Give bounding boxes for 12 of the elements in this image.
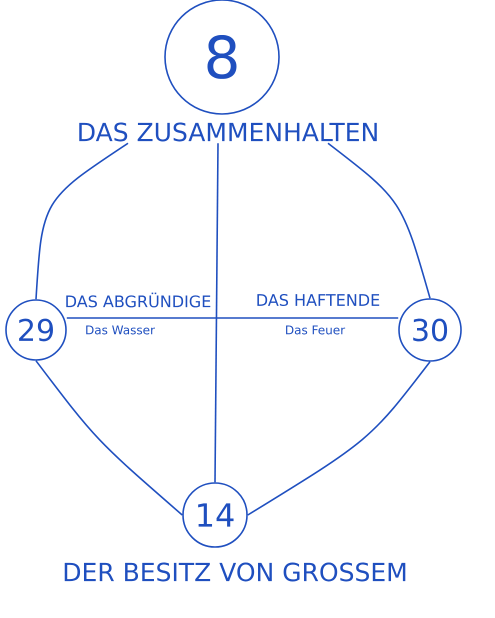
- connector-line: [35, 142, 128, 300]
- connector-line: [35, 360, 183, 516]
- heading: DER BESITZ VON GROSSEM: [64, 562, 406, 582]
- heading: DAS ZUSAMMENHALTEN: [79, 122, 377, 142]
- line-label: DAS ABGRÜNDIGE: [66, 292, 210, 308]
- line-label: DAS HAFTENDE: [257, 294, 380, 306]
- line-label: Das Feuer: [286, 326, 346, 334]
- connector-line: [247, 361, 431, 516]
- line-label: Das Wasser: [86, 326, 155, 334]
- connector-line: [328, 142, 431, 298]
- connector-line: [66, 317, 398, 319]
- connector-line: [214, 143, 219, 482]
